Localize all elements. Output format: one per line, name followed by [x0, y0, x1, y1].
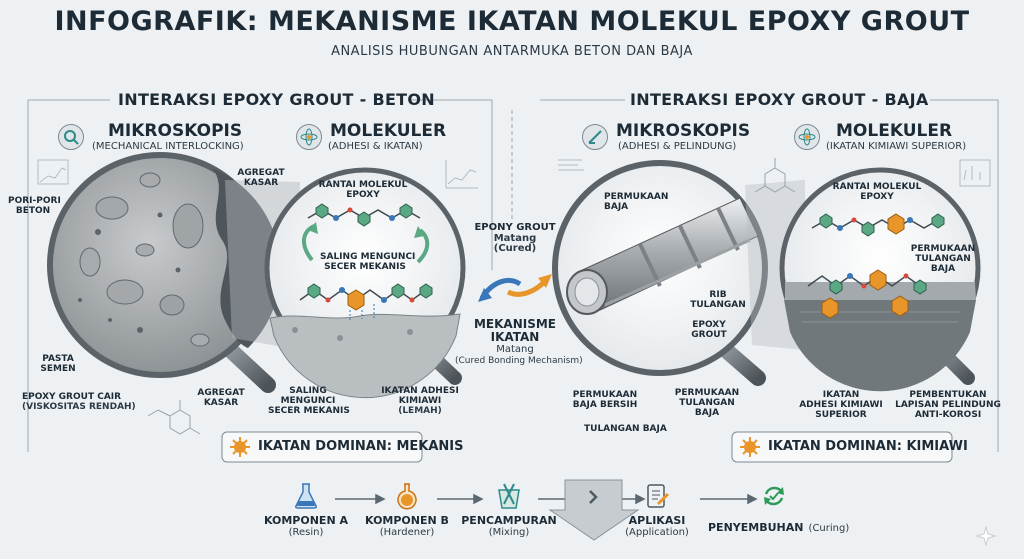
left-molecule-lens: [264, 167, 466, 399]
page-subtitle: ANALISIS HUBUNGAN ANTARMUKA BETON DAN BA…: [331, 44, 693, 59]
process-arrows: [335, 493, 758, 505]
label-mekanisme-ikatan: MEKANISME IKATAN Matang (Cured Bonding M…: [455, 317, 583, 367]
label-tulangan-baja: TULANGAN BAJA: [584, 424, 667, 434]
left-micro-sub: (MECHANICAL INTERLOCKING): [92, 141, 244, 152]
concrete-magnifier: [47, 152, 281, 393]
atom-icon-right: [794, 124, 820, 150]
left-dominant-bond: IKATAN DOMINAN: MEKANIS: [258, 439, 464, 454]
left-micro-title: MIKROSKOPIS: [108, 121, 243, 141]
step-komponen-a-sub: (Resin): [288, 527, 324, 538]
curing-cycle-icon: [760, 482, 788, 510]
right-micro-title: MIKROSKOPIS: [616, 121, 751, 141]
step-aplikasi: APLIKASI: [628, 514, 686, 527]
left-section-title: INTERAKSI EPOXY GROUT - BETON: [118, 90, 435, 109]
flask-orange-icon: [394, 482, 420, 510]
right-section-title: INTERAKSI EPOXY GROUT - BAJA: [630, 90, 929, 109]
decor-chart-left: [37, 159, 478, 189]
right-dominant-bond: IKATAN DOMINAN: KIMIAWI: [768, 439, 968, 454]
chevron-right-icon: [582, 486, 604, 508]
page-title: INFOGRAFIK: MEKANISME IKATAN MOLEKUL EPO…: [54, 6, 970, 37]
step-pencampuran-sub: (Mixing): [488, 527, 530, 538]
step-komponen-b-sub: (Hardener): [379, 527, 435, 538]
probe-icon: [582, 124, 608, 150]
sparkle-icon: [976, 526, 996, 546]
process-big-arrow: [548, 479, 640, 541]
application-clipboard-icon: [644, 482, 670, 510]
magnifier-icon: [58, 124, 84, 150]
right-micro-sub: (ADHESI & PELINDUNG): [618, 141, 737, 152]
decor-chart-right: [558, 159, 991, 187]
step-aplikasi-sub: (Application): [625, 527, 689, 538]
step-komponen-b: KOMPONEN B: [365, 514, 449, 527]
step-penyembuhan: PENYEMBUHAN (Curing): [708, 521, 850, 534]
step-komponen-a: KOMPONEN A: [263, 514, 348, 527]
mixing-bucket-icon: [495, 482, 523, 510]
atom-icon: [296, 124, 322, 150]
right-molecule-lens: [779, 167, 981, 392]
label-epoxy-grout-cair: EPOXY GROUT CAIR(VISKOSITAS RENDAH): [22, 392, 136, 412]
decor-molecule-sketches: [147, 158, 796, 435]
right-mole-sub: (IKATAN KIMIAWI SUPERIOR): [826, 141, 967, 152]
flask-blue-icon: [293, 482, 319, 510]
right-mole-title: MOLEKULER: [836, 121, 953, 141]
step-pencampuran: PENCAMPURAN: [461, 514, 557, 527]
left-mole-sub: (ADHESI & IKATAN): [328, 141, 423, 152]
steel-magnifier: [552, 160, 768, 386]
left-mole-title: MOLEKULER: [330, 121, 447, 141]
center-cycle-arrows: [478, 274, 552, 302]
